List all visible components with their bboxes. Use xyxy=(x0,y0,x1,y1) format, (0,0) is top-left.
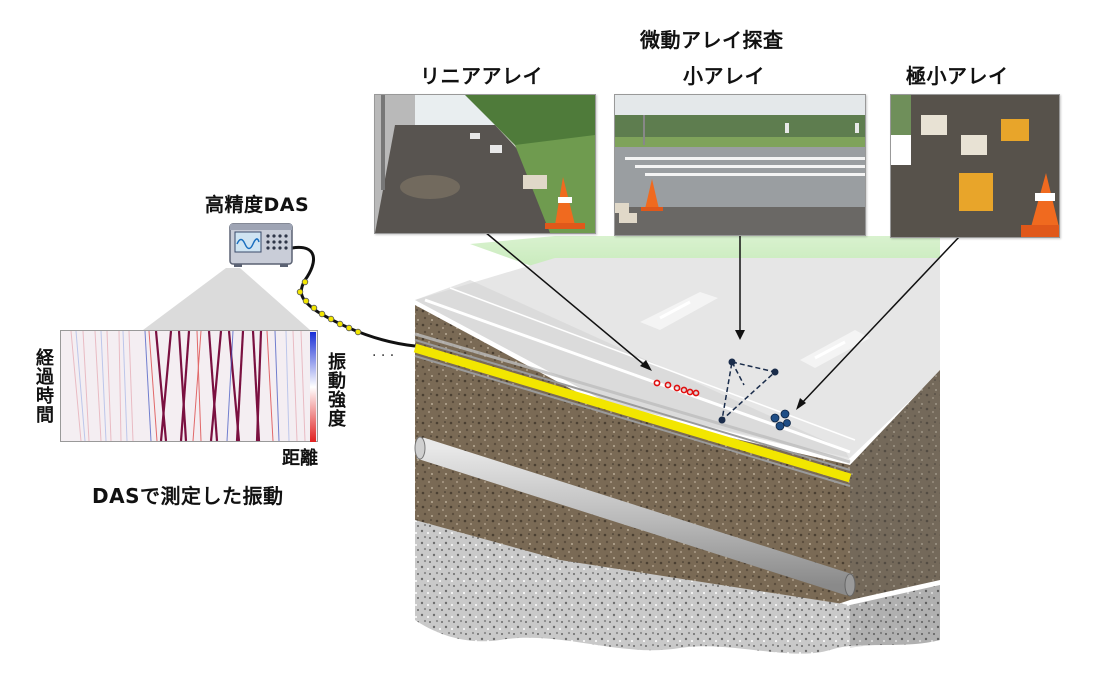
arrow-tiny-array xyxy=(799,235,961,406)
small-array-sensors xyxy=(718,358,779,424)
linear-array-label: リニアアレイ xyxy=(420,64,543,88)
das-callout-wedge xyxy=(143,268,310,330)
vibration-intensity-label: 振動強度 xyxy=(325,352,346,428)
cable-beads xyxy=(296,278,362,336)
microtremor-array-title: 微動アレイ探査 xyxy=(640,28,784,52)
fiber-optic-cable xyxy=(413,343,852,483)
distance-axis-label: 距離 xyxy=(282,448,318,469)
linear-array-sensors xyxy=(653,379,700,397)
das-vibration-plot xyxy=(60,330,318,442)
bedrock-layer xyxy=(415,520,940,654)
small-array-photo xyxy=(614,94,866,236)
linear-array-photo xyxy=(374,94,596,234)
elapsed-time-axis-label: 経過時間 xyxy=(33,348,54,424)
arrow-linear-array xyxy=(484,231,649,369)
road-side-strip xyxy=(415,280,850,460)
das-device-label: 高精度DAS xyxy=(205,194,310,216)
svg-text:· · ·: · · · xyxy=(372,348,394,364)
road-surface xyxy=(415,258,940,458)
tiny-array-label: 極小アレイ xyxy=(906,64,1009,88)
das-plot-caption: DASで測定した振動 xyxy=(92,484,284,508)
underground-pipe xyxy=(416,437,854,596)
tiny-array-photo xyxy=(890,94,1060,238)
colorbar xyxy=(310,332,316,442)
tiny-array-sensors xyxy=(770,409,791,431)
small-array-label: 小アレイ xyxy=(683,64,765,88)
oscilloscope-icon xyxy=(228,222,294,268)
